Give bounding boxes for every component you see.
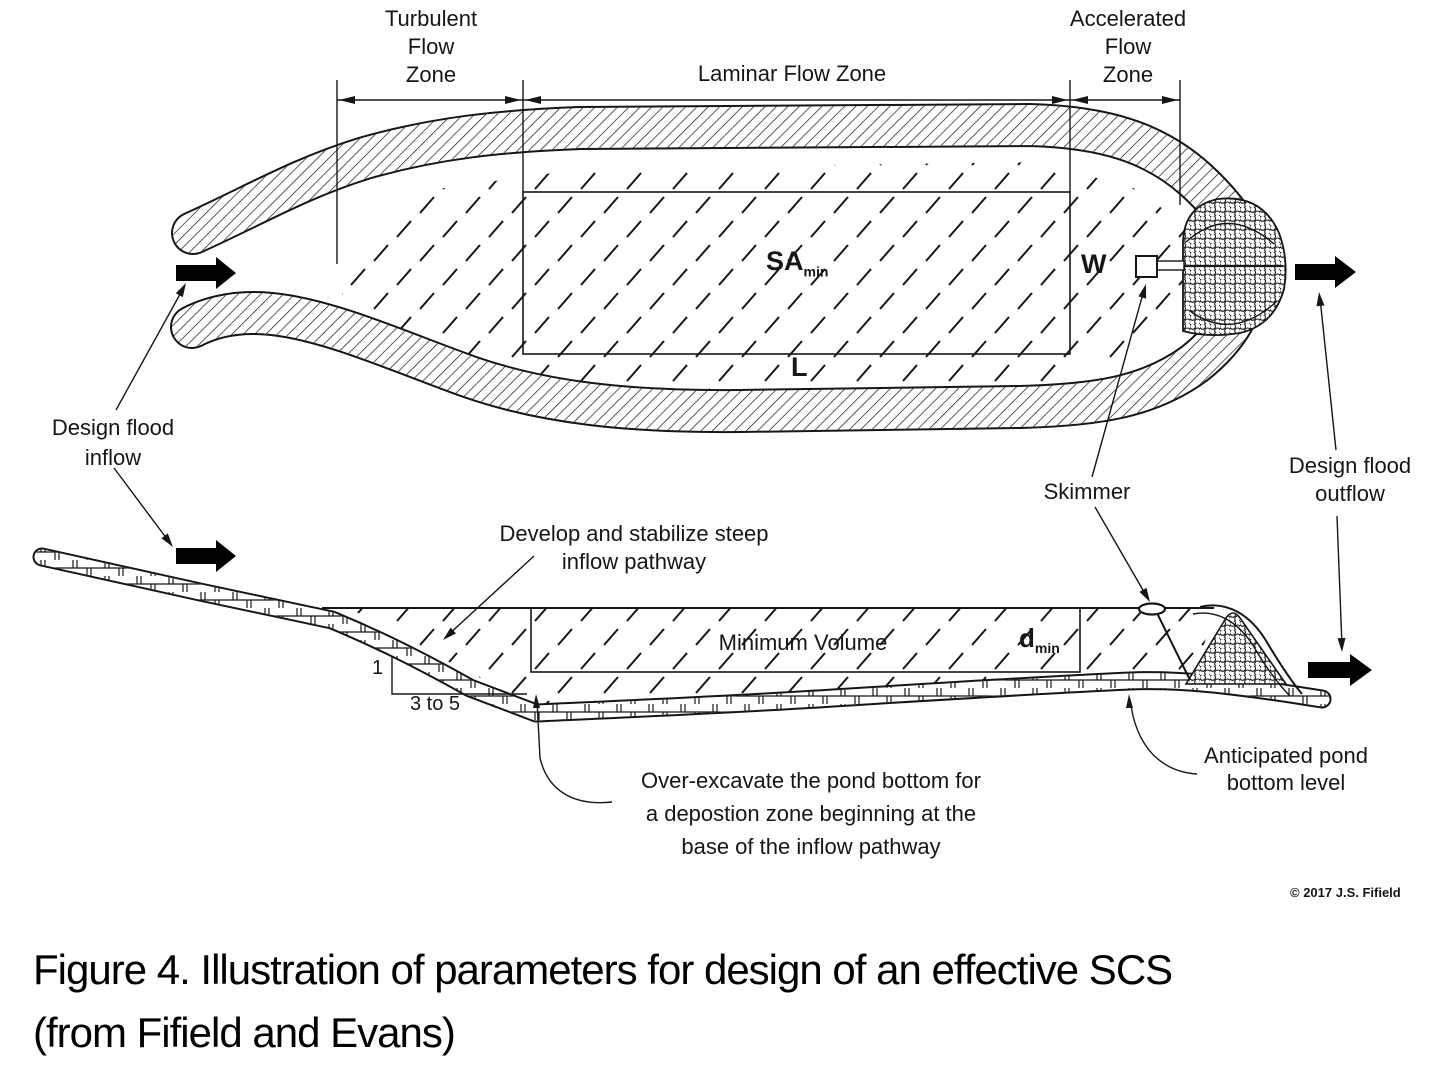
minimum-volume-label: Minimum Volume: [718, 630, 888, 655]
design-flood-inflow-label: Design flood inflow: [51, 415, 175, 470]
width-label: W: [1081, 249, 1107, 279]
inflow-arrow-profile: [176, 540, 236, 572]
leader-lines: [113, 283, 1346, 804]
sa-base: SA: [766, 246, 804, 276]
develop-stabilize-label: Develop and stabilize steep inflow pathw…: [499, 521, 769, 574]
profile-pond-water-hatch: [326, 608, 1213, 709]
outflow-arrow-profile: [1308, 654, 1372, 686]
sa-sub: min: [803, 263, 829, 280]
outflow-arrow-plan: [1295, 256, 1356, 288]
accelerated-flow-zone-label: Accelerated Flow Zone: [1069, 6, 1187, 87]
slope-run-label: 3 to 5: [409, 693, 461, 715]
design-flood-outflow-label: Design flood outflow: [1288, 453, 1412, 506]
d-base: d: [1019, 623, 1035, 653]
rock-outlet-profile: [1184, 604, 1303, 697]
surface-area-min-label: SAmin: [766, 248, 828, 285]
laminar-flow-zone-label: Laminar Flow Zone: [697, 61, 887, 86]
inflow-arrow-plan: [176, 257, 236, 289]
slope-rise-label: 1: [372, 657, 384, 679]
over-excavate-label: Over-excavate the pond bottom for a depo…: [641, 768, 981, 859]
skimmer-plan: [1135, 255, 1283, 278]
skimmer-profile: [1137, 602, 1191, 681]
skimmer-label: Skimmer: [1043, 479, 1131, 504]
dimension-extension-lines: [336, 80, 1181, 264]
depth-min-label: dmin: [1019, 625, 1060, 662]
profile-view: [32, 540, 1372, 723]
minimum-volume-rectangle: [530, 607, 1081, 673]
anticipated-pond-bottom-label: Anticipated pond bottom level: [1204, 743, 1368, 795]
length-label: L: [791, 352, 808, 382]
sa-min-rectangle: [522, 191, 1071, 355]
turbulent-flow-zone-label: Turbulent Flow Zone: [384, 6, 478, 87]
d-sub: min: [1034, 640, 1060, 657]
ground-band: [32, 547, 1332, 723]
copyright-notice: © 2017 J.S. Fifield: [1290, 885, 1401, 900]
plan-view: [170, 80, 1356, 434]
dimension-lines: [337, 96, 1180, 104]
slope-indicator: [391, 656, 527, 695]
plan-pond-water-hatch: [342, 162, 1205, 398]
figure-caption: Figure 4. Illustration of parameters for…: [33, 946, 1173, 1056]
